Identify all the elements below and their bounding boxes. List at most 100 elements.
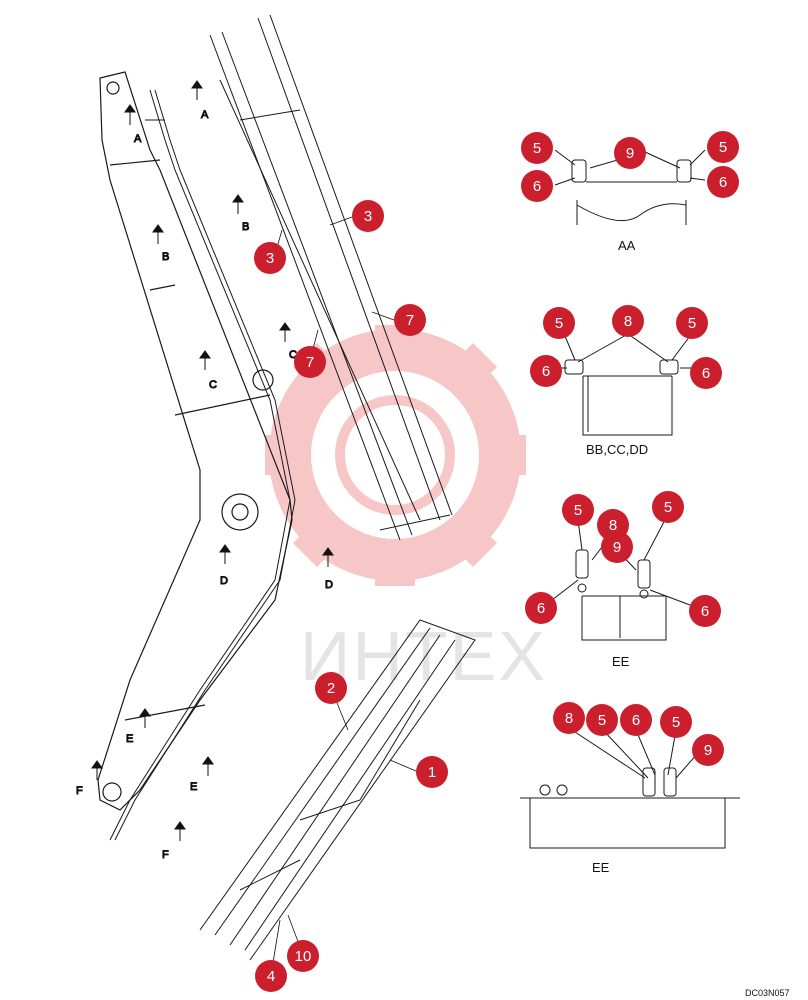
callout-c4: 4 — [255, 960, 287, 992]
callout-ee2_9: 9 — [692, 734, 724, 766]
callout-c1: 1 — [416, 756, 448, 788]
callout-bubble — [525, 592, 557, 624]
section-arrow-c1: C — [199, 350, 218, 392]
section-arrow-f1: F — [76, 760, 103, 798]
callout-bubble — [521, 132, 553, 164]
callout-bubble — [543, 307, 575, 339]
callout-number: 6 — [533, 178, 541, 195]
callout-number: 1 — [428, 764, 436, 781]
detail-bb — [560, 333, 695, 436]
svg-text:C: C — [289, 349, 297, 361]
svg-text:E: E — [190, 781, 197, 793]
callout-number: 6 — [542, 363, 550, 380]
section-arrow-b2: B — [232, 194, 250, 234]
boom-body — [97, 71, 293, 811]
svg-text:A: A — [201, 109, 209, 121]
callout-number: 4 — [267, 968, 275, 985]
callout-ee5l: 5 — [562, 494, 594, 526]
callout-bb5r: 5 — [676, 307, 708, 339]
section-arrow-a1: A — [124, 104, 143, 146]
callout-bubble — [689, 595, 721, 627]
section-arrow-f2: F — [162, 821, 186, 862]
svg-text:F: F — [76, 785, 83, 797]
callout-number: 5 — [533, 140, 541, 157]
callout-aa5l: 5 — [521, 132, 553, 164]
svg-text:B: B — [242, 221, 249, 233]
callout-number: 5 — [574, 502, 582, 519]
callout-bubble — [530, 355, 562, 387]
callout-ee2_6: 6 — [620, 704, 652, 736]
section-arrow-c2: C — [279, 322, 298, 362]
callout-number: 6 — [702, 365, 710, 382]
callout-bubble — [707, 166, 739, 198]
callout-bubble — [352, 200, 384, 232]
callout-ee2_8: 8 — [553, 702, 585, 734]
callout-bubble — [394, 304, 426, 336]
callout-number: 5 — [555, 315, 563, 332]
svg-text:C: C — [209, 379, 217, 391]
section-arrow-a2: A — [191, 80, 210, 122]
svg-text:A: A — [134, 133, 142, 145]
callout-bubble — [254, 242, 286, 274]
callout-number: 6 — [537, 600, 545, 617]
callout-ee2_5a: 5 — [586, 704, 618, 736]
callout-bubble — [676, 307, 708, 339]
callout-bb6l: 6 — [530, 355, 562, 387]
section-arrows: A A B B C C D D E E F F — [76, 80, 334, 862]
callout-c7a: 7 — [394, 304, 426, 336]
callout-bubble — [692, 734, 724, 766]
boom-hydraulic-lines — [109, 89, 296, 841]
callout-number: 9 — [613, 539, 621, 556]
svg-text:B: B — [162, 251, 169, 263]
callout-ee9: 9 — [601, 531, 633, 563]
callout-c10: 10 — [287, 940, 319, 972]
callout-bb5l: 5 — [543, 307, 575, 339]
callout-bubble — [521, 170, 553, 202]
callout-number: 8 — [565, 710, 573, 727]
section-arrow-b1: B — [152, 224, 170, 264]
callout-ee5r: 5 — [652, 491, 684, 523]
callout-c2: 2 — [315, 672, 347, 704]
callout-bubble — [614, 137, 646, 169]
callout-aa9: 9 — [614, 137, 646, 169]
svg-text:D: D — [220, 575, 228, 587]
callout-ee2_5b: 5 — [660, 706, 692, 738]
callout-number: 10 — [295, 948, 312, 965]
detail-ee-1-title: EE — [612, 654, 630, 669]
callout-bubble — [660, 706, 692, 738]
callout-number: 3 — [266, 250, 274, 267]
section-arrow-e2: E — [190, 756, 214, 794]
section-arrow-d1: D — [219, 544, 231, 588]
callout-bubble — [586, 704, 618, 736]
callout-bubble — [287, 940, 319, 972]
callout-bb8: 8 — [612, 305, 644, 337]
callout-bubble — [294, 346, 326, 378]
callout-number: 6 — [632, 712, 640, 729]
callout-number: 6 — [719, 174, 727, 191]
detail-bb-title: BB,CC,DD — [586, 442, 648, 457]
callout-number: 8 — [624, 313, 632, 330]
section-arrow-d2: D — [322, 547, 334, 592]
callout-aa6l: 6 — [521, 170, 553, 202]
arm-body — [209, 14, 453, 541]
callout-number: 5 — [598, 712, 606, 729]
callout-number: 9 — [704, 742, 712, 759]
callout-bubble — [690, 357, 722, 389]
callout-bubble — [612, 305, 644, 337]
drawing-code: DC03N057 — [745, 988, 790, 998]
callout-bubble — [562, 494, 594, 526]
callout-number: 2 — [327, 680, 335, 697]
callout-aa6r: 6 — [707, 166, 739, 198]
callout-c3a: 3 — [352, 200, 384, 232]
detail-aa-title: AA — [618, 238, 636, 253]
callout-bubble — [601, 531, 633, 563]
svg-text:D: D — [325, 579, 333, 591]
callout-bubble — [652, 491, 684, 523]
lower-arm-detail — [199, 619, 476, 961]
callout-number: 3 — [364, 208, 372, 225]
svg-text:E: E — [126, 733, 133, 745]
callout-aa5r: 5 — [707, 131, 739, 163]
callout-ee6l: 6 — [525, 592, 557, 624]
svg-text:F: F — [162, 849, 169, 861]
